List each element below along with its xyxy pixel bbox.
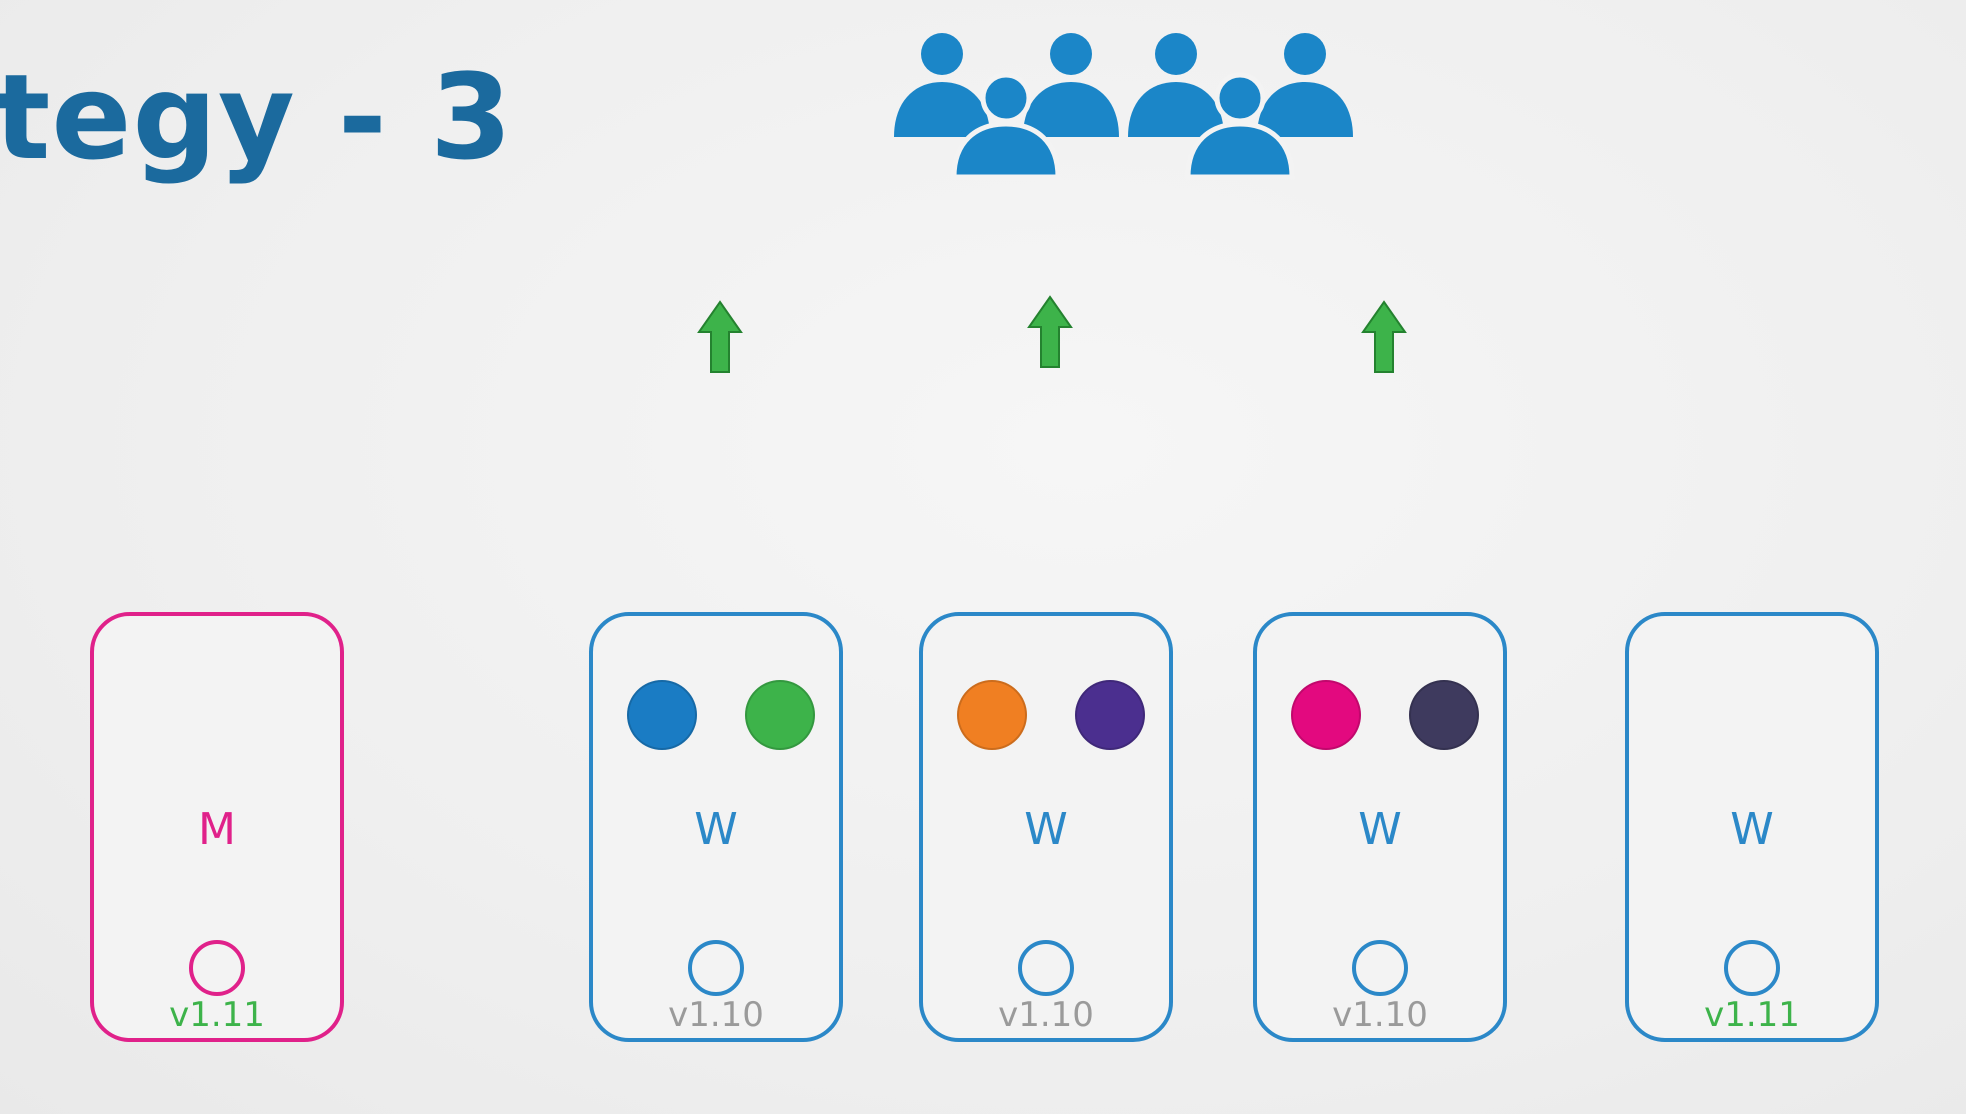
pod-circle-icon — [957, 680, 1027, 750]
pod-circle-icon — [1075, 680, 1145, 750]
node-version: v1.11 — [1704, 995, 1800, 1035]
node-version: v1.11 — [169, 995, 265, 1035]
node-version: v1.10 — [1332, 995, 1428, 1035]
node-label: W — [1358, 804, 1402, 855]
pod-circle-icon — [745, 680, 815, 750]
node-version: v1.10 — [668, 995, 764, 1035]
worker-node-4: W v1.11 — [1625, 612, 1879, 1042]
node-label: W — [1730, 804, 1774, 855]
master-node: M v1.11 — [90, 612, 344, 1042]
pod-circle-icon — [1291, 680, 1361, 750]
kubelet-circle-icon — [1018, 940, 1074, 996]
pod-circle-icon — [627, 680, 697, 750]
kubelet-circle-icon — [1724, 940, 1780, 996]
worker-node-3: W v1.10 — [1253, 612, 1507, 1042]
pod-circle-icon — [1409, 680, 1479, 750]
node-label: W — [1024, 804, 1068, 855]
node-label: W — [694, 804, 738, 855]
kubelet-circle-icon — [1352, 940, 1408, 996]
node-label: M — [198, 804, 236, 855]
kubelet-circle-icon — [688, 940, 744, 996]
users-group-icon — [894, 33, 1353, 180]
worker-node-2: W v1.10 — [919, 612, 1173, 1042]
up-arrow-icon — [1361, 300, 1407, 373]
node-version: v1.10 — [998, 995, 1094, 1035]
kubelet-circle-icon — [189, 940, 245, 996]
slide-title: tegy - 3 — [0, 48, 514, 186]
up-arrow-icon — [697, 300, 743, 373]
worker-node-1: W v1.10 — [589, 612, 843, 1042]
up-arrow-icon — [1027, 295, 1073, 368]
